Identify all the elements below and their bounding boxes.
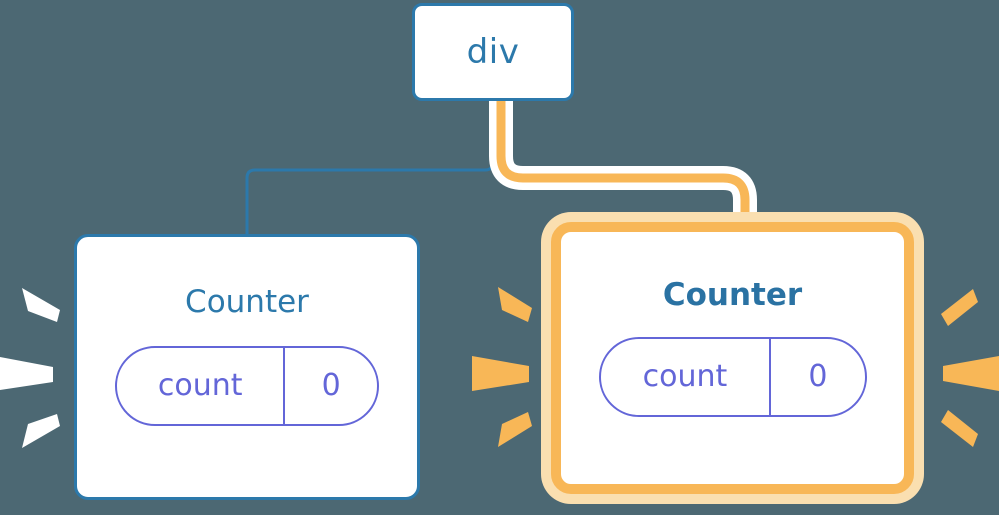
counter-right-title: Counter: [662, 277, 803, 313]
ray-white-middle: [0, 357, 53, 390]
rays-between-orange: [472, 287, 532, 447]
counter-right-state-pill: count 0: [598, 337, 867, 417]
ray-white-upper: [22, 288, 60, 322]
node-counter-left[interactable]: Counter count 0: [74, 234, 420, 500]
node-div-label: div: [466, 32, 520, 72]
edge-div-to-counter-left: [245, 99, 495, 236]
node-counter-right[interactable]: Counter count 0: [551, 222, 914, 494]
counter-left-state-key: count: [117, 348, 286, 424]
rays-left-card-white: [0, 288, 60, 448]
ray-white-lower: [22, 414, 60, 448]
counter-left-state-pill: count 0: [115, 346, 379, 426]
ray-orange-right-middle: [943, 356, 999, 391]
counter-right-state-value: 0: [808, 359, 828, 394]
counter-left-title: Counter: [185, 284, 309, 320]
ray-orange-right-upper: [941, 289, 978, 326]
ray-orange-mid-lower: [498, 412, 532, 447]
ray-orange-mid-middle: [472, 356, 529, 391]
counter-left-state-value: 0: [321, 368, 341, 403]
node-div[interactable]: div: [412, 3, 574, 101]
ray-orange-right-lower: [941, 410, 978, 447]
ray-orange-mid-upper: [498, 287, 532, 322]
counter-right-state-key: count: [601, 339, 772, 415]
rays-right-orange: [941, 289, 999, 447]
